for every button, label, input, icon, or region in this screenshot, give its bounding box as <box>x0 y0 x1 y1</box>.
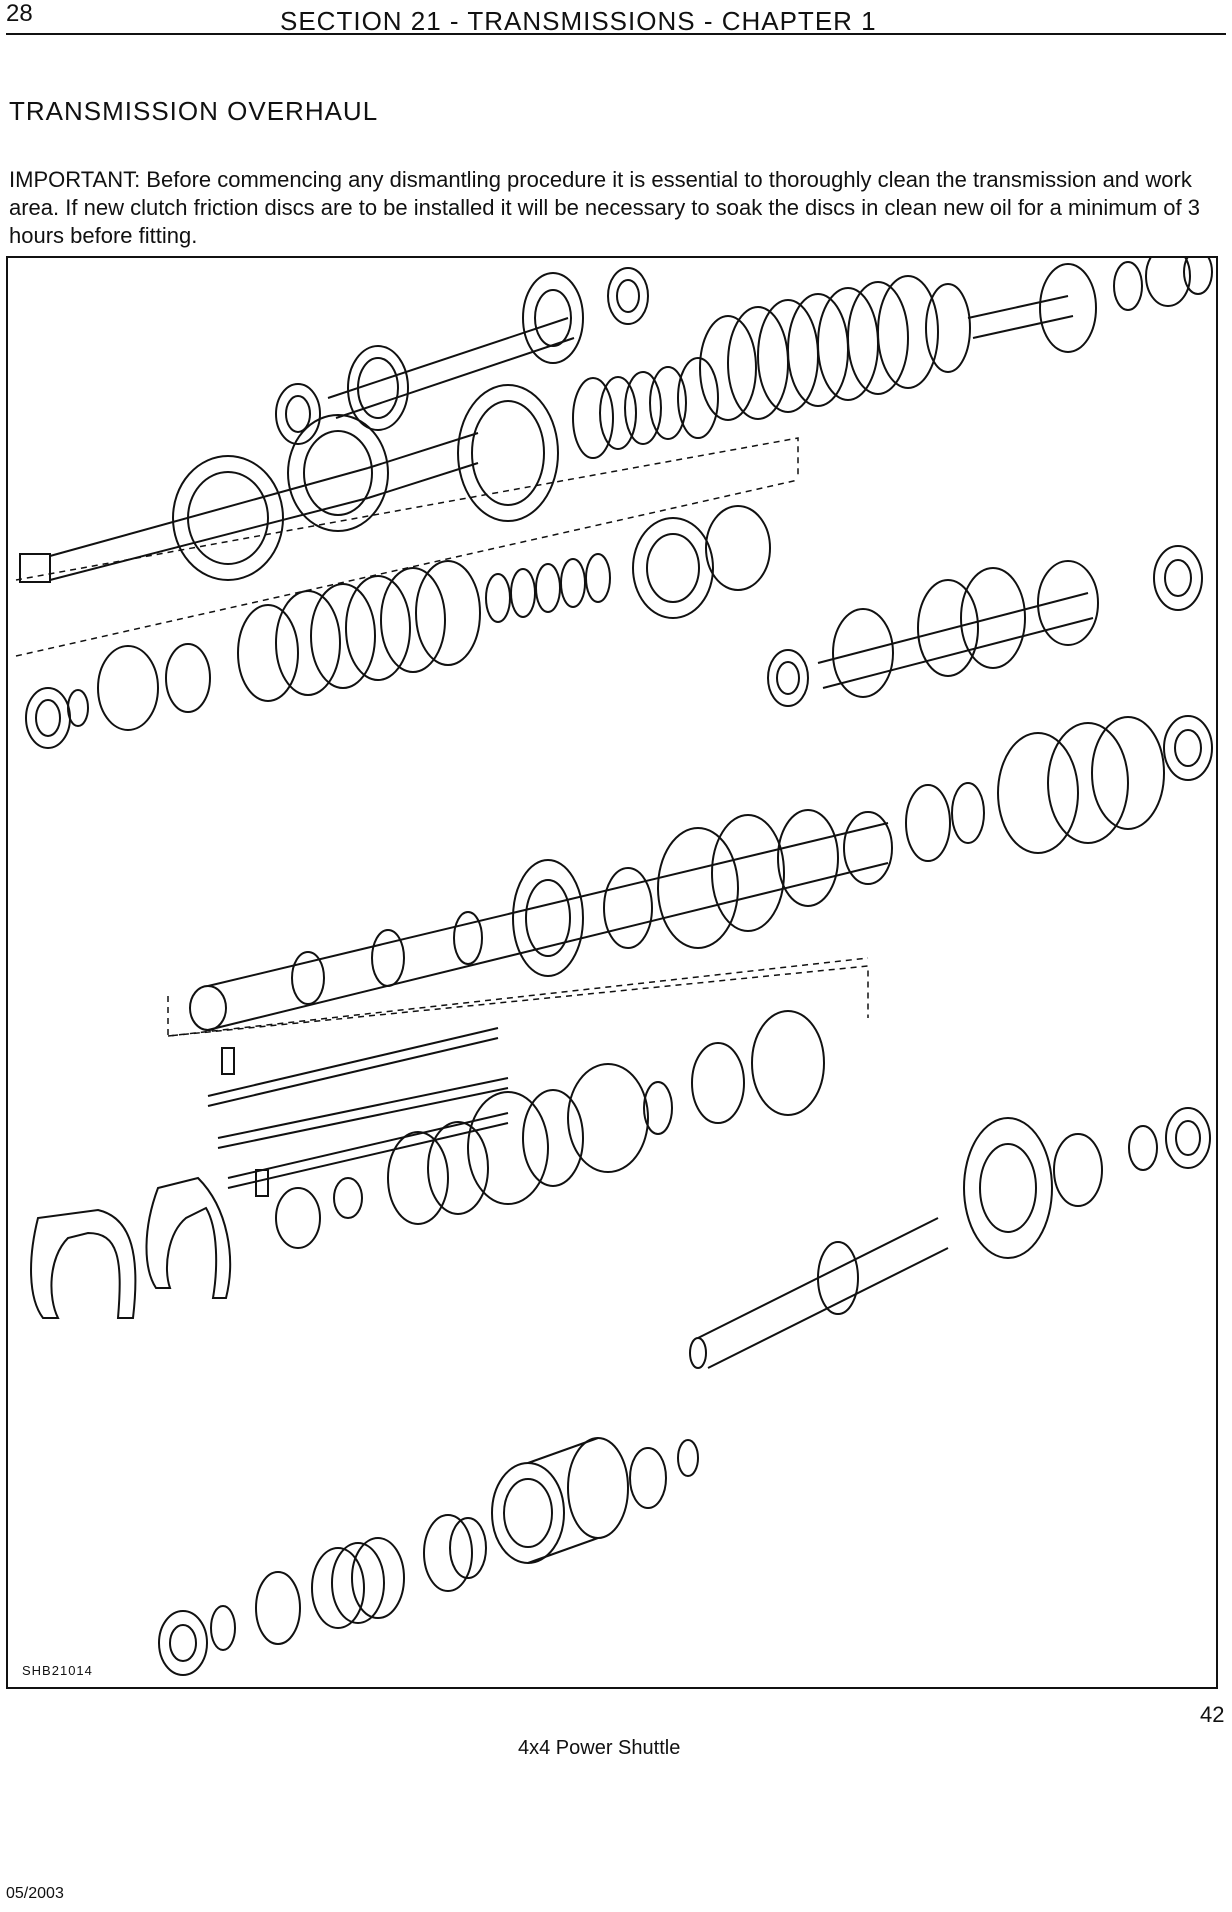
rear-output-shaft <box>689 1107 1211 1369</box>
important-paragraph: IMPORTANT: Before commencing any dismant… <box>9 167 1200 248</box>
figure-number: 42 <box>1200 1702 1225 1727</box>
page-heading: TRANSMISSION OVERHAUL <box>9 96 379 126</box>
dashed-leader-lines <box>15 437 869 1037</box>
input-shaft-row <box>275 267 649 445</box>
transmission-exploded-drawing <box>15 258 1213 1676</box>
figure-code: SHB21014 <box>22 1663 93 1678</box>
selector-rods <box>207 1027 509 1197</box>
bottom-piston-row <box>158 1437 699 1676</box>
footer-date: 05/2003 <box>6 1885 64 1902</box>
header-rule <box>6 33 1226 35</box>
figure-caption: 4x4 Power Shuttle <box>518 1737 681 1759</box>
output-shaft-row <box>189 715 1213 1031</box>
countershaft-row <box>767 545 1203 707</box>
shuttle-shaft-row <box>19 414 479 583</box>
lower-gear-stack <box>275 1010 825 1249</box>
exploded-view-figure: SHB21014 <box>6 256 1218 1689</box>
selector-forks <box>30 1176 232 1319</box>
clutch-pack-upper <box>457 258 1213 522</box>
page-number: 28 <box>6 0 33 27</box>
section-title: SECTION 21 - TRANSMISSIONS - CHAPTER 1 <box>280 6 877 36</box>
clutch-pack-lower <box>25 505 771 749</box>
